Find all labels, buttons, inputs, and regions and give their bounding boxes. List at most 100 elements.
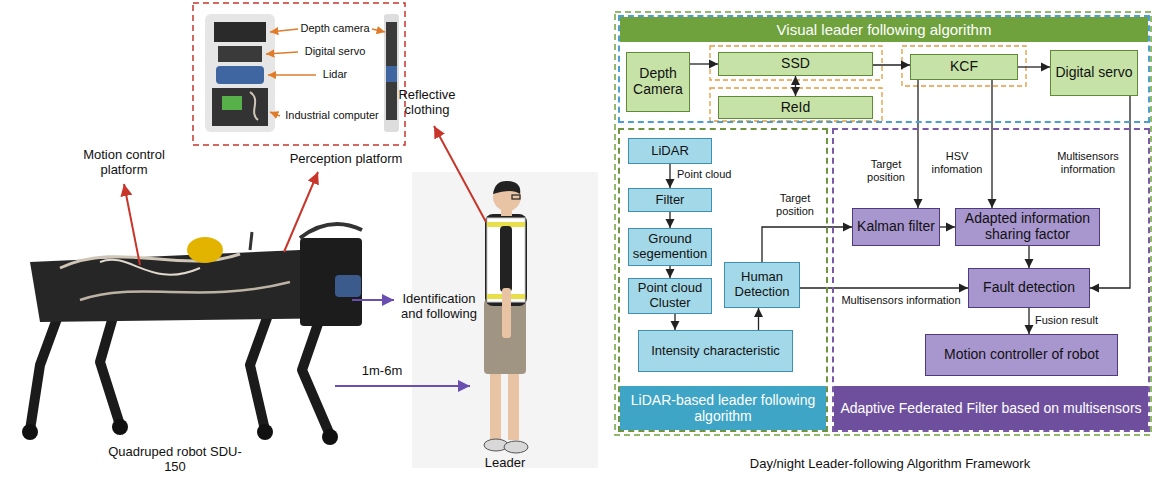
perception-inset: [250, 92, 258, 120]
connector-arrow: [917, 80, 918, 208]
box-label: Intensity characteristic: [642, 344, 789, 359]
panel-title: Visual leader following algorithm: [777, 21, 992, 38]
quadruped-robot: [302, 318, 330, 435]
leader-photo: [502, 288, 511, 338]
callout-arrow: [284, 172, 318, 252]
edge-label: Target position: [856, 158, 916, 183]
callout-arrow: [124, 126, 486, 386]
box-label: Adapted information sharing factor: [959, 211, 1096, 242]
edge-label: Fusion result: [1034, 314, 1099, 327]
box-label: ReId: [722, 100, 869, 116]
connector-arrow: [873, 64, 910, 65]
inset-leader-line: [270, 29, 298, 32]
panel-band: Adaptive Federated Filter based on multi…: [834, 386, 1148, 430]
process-box: SSD: [718, 52, 873, 76]
process-box: Depth Camera: [626, 52, 690, 112]
connector-arrow: [669, 212, 670, 228]
quadruped-robot: [335, 275, 361, 297]
callout-arrow: [124, 184, 140, 265]
framework-outline: [615, 12, 1151, 435]
panel-band: LiDAR-based leader following algorithm: [620, 386, 826, 430]
perception-inset: [212, 88, 268, 126]
perception-inset: [222, 96, 242, 110]
connector-arrow: [669, 266, 670, 278]
leader-photo: [508, 368, 519, 440]
box-label: Point cloud Cluster: [632, 281, 708, 310]
connector-arrow: [1028, 308, 1029, 334]
perception-inset: [384, 14, 399, 132]
dimension-label: 1m-6m: [355, 364, 409, 379]
perception-inset: [218, 46, 262, 62]
part-label: Digital servo: [300, 45, 370, 58]
quadruped-robot: [22, 424, 38, 440]
box-label: Motion controller of robot: [929, 347, 1114, 363]
perception-inset: [205, 14, 275, 132]
box-label: LiDAR: [632, 144, 708, 159]
edge-label: Multisensors information: [1050, 150, 1126, 175]
connector-arrow: [758, 308, 759, 330]
quadruped-robot: [100, 260, 200, 275]
inset-leader-line: [266, 52, 298, 54]
box-label: Fault detection: [972, 280, 1086, 296]
connector-arrow: [762, 227, 852, 262]
process-box: ReId: [718, 96, 873, 119]
callout-arrow: [335, 385, 470, 387]
process-box: Motion controller of robot: [925, 334, 1118, 376]
process-box: Filter: [628, 188, 712, 212]
quadruped-robot: [250, 232, 252, 250]
connector-arrow: [795, 76, 796, 96]
quadruped-robot: [30, 305, 62, 430]
box-label: Filter: [632, 193, 708, 208]
box-label: SSD: [722, 56, 869, 72]
panel-title: LiDAR-based leader following algorithm: [626, 392, 820, 424]
framework-outline: [902, 46, 1026, 86]
figure-caption: Day/night Leader-following Algorithm Fra…: [740, 457, 1040, 472]
quadruped-robot: [112, 419, 128, 435]
process-box: Ground segemention: [628, 228, 712, 266]
connector-arrow: [1018, 66, 1050, 67]
part-label: Depth camera: [300, 22, 370, 35]
edge-label: HSV infomation: [925, 150, 989, 175]
edge-label: Multisensors information: [836, 294, 966, 307]
edge-label: Target position: [765, 192, 825, 217]
connector-arrow: [690, 63, 718, 64]
leader-photo: [504, 441, 528, 453]
callout-arrow: [434, 126, 486, 222]
box-label: Ground segemention: [632, 232, 708, 261]
quadruped-robot: [187, 237, 223, 263]
box-label: Depth Camera: [630, 66, 686, 97]
callout-arrow: [352, 299, 394, 301]
figure-label: Leader: [475, 456, 535, 471]
connector-arrow: [1090, 96, 1130, 288]
panel-band: Visual leader following algorithm: [620, 17, 1148, 42]
connector-arrow: [669, 164, 670, 188]
callout-label: Perception platform: [282, 152, 410, 167]
process-box: Adapted information sharing factor: [955, 208, 1100, 246]
callout-label: Motion control platform: [66, 148, 182, 178]
perception-inset: [386, 22, 397, 120]
quadruped-robot: [100, 310, 120, 425]
edge-label: Point cloud: [676, 168, 732, 181]
process-box: Kalman filter: [852, 208, 940, 246]
process-box: Point cloud Cluster: [628, 278, 712, 314]
quadruped-robot: [322, 429, 338, 445]
process-box: LiDAR: [628, 138, 712, 164]
callout-label: Reflective clothing: [390, 88, 464, 118]
box-label: Kalman filter: [856, 219, 936, 235]
connector-arrow: [800, 287, 968, 288]
connector-arrow: [1028, 246, 1029, 268]
perception-inset: [193, 3, 405, 145]
framework-outline: [710, 46, 882, 80]
callout-label: Identification and following: [396, 292, 482, 322]
quadruped-robot: [250, 315, 268, 430]
inset-leader-line: [270, 112, 280, 116]
quadruped-robot: [30, 305, 330, 435]
quadruped-robot: [300, 224, 362, 238]
box-label: Digital servo: [1054, 65, 1134, 81]
quadruped-robot: [300, 238, 362, 326]
connector-group: [670, 64, 1130, 334]
leader-photo: [500, 226, 512, 292]
leader-photo: [512, 195, 520, 199]
